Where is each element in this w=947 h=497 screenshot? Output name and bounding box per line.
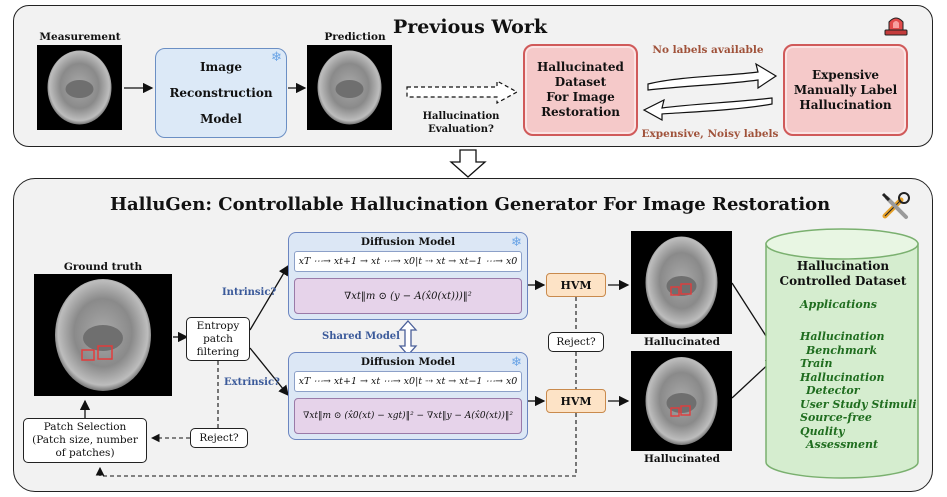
snowflake-icon: ❄ [271,50,282,65]
dataset-title: Hallucination Controlled Dataset [770,259,916,289]
no-labels-label: No labels available [652,44,764,56]
expensive-line-2: Manually Label [793,82,898,97]
app-item: Source-free Quality [800,411,872,438]
diffusion-title-1: Diffusion Model [360,236,456,248]
reject-mid-box: Reject? [548,332,604,352]
arrow-patch-gt [79,399,91,418]
dataset-title-line-2: Controlled Dataset [779,274,907,288]
hallucinated-label-1: Hallucinated [643,336,721,348]
app-item: Assessment [806,438,879,451]
applications-label: Applications [800,298,877,311]
hallucinated-image-2 [631,351,732,451]
app-item: Hallucination [800,330,885,343]
extrinsic-label: Extrinsic? [224,377,280,388]
arrow-measure-recon [124,82,154,94]
entropy-filtering-box: Entropy patch filtering [186,317,250,361]
image-reconstruction-model-box: Image Reconstruction Model [155,48,287,138]
evaluation-label: Hallucination Evaluation? [413,110,509,136]
controlled-dataset-cylinder [765,228,919,479]
dashed-evaluation-arrow [406,79,519,105]
eval-line-2: Evaluation? [428,124,494,135]
dataset-line-1: Hallucinated [537,60,624,74]
arrow-recon-prediction [288,82,307,94]
recon-line-1: Image [199,60,243,74]
diffusion-sequence-1: xT ⋯→ xt+1 → xt ⋯→ x0|t ⇢ xt → xt−1 ⋯→ x… [294,251,522,272]
app-item: Train Hallucination [800,357,885,384]
entropy-line-2: patch [203,332,233,345]
measurement-image [37,45,122,130]
dataset-line-3: For Image [546,90,615,104]
diffusion-model-intrinsic: Diffusion Model xT ⋯→ xt+1 → xt ⋯→ x0|t … [288,232,528,320]
diffusion-model-extrinsic: Diffusion Model xT ⋯→ xt+1 → xt ⋯→ x0|t … [288,352,528,440]
entropy-line-1: Entropy [196,319,240,332]
patch-line-2: (Patch size, number [32,434,138,446]
recon-line-2: Reconstruction [169,86,273,100]
measurement-label: Measurement [39,31,121,43]
app-item: User Study Stimuli [800,397,917,411]
patch-selection-box: Patch Selection (Patch size, number of p… [23,418,147,463]
dataset-line-2: Dataset [554,75,607,89]
reject-left-box: Reject? [190,428,248,448]
tools-icon [881,192,910,219]
guidance-equation-2: ∇xt‖m ⊙ (x̂0(xt) − xgt)‖² − ∇xt‖y − A(x̂… [294,398,522,434]
snowflake-icon: ❄ [511,235,522,250]
patch-line-3: of patches) [55,447,115,459]
recon-line-3: Model [200,112,242,126]
dataset-line-4: Restoration [541,105,620,119]
patch-line-1: Patch Selection [43,421,127,433]
prediction-image [307,45,392,130]
expensive-line-1: Expensive [812,67,879,82]
prediction-label: Prediction [324,31,386,43]
entropy-line-3: filtering [196,345,240,358]
noisy-labels-label: Expensive, Noisy labels [641,128,779,140]
hvm-box-1: HVM [546,273,606,297]
app-item: Benchmark [806,343,878,357]
eval-line-1: Hallucination [422,111,500,122]
intrinsic-label: Intrinsic? [222,287,277,298]
diffusion-sequence-2: xT ⋯→ xt+1 → xt ⋯→ x0|t ⇢ xt → xt−1 ⋯→ x… [294,371,522,392]
hallugen-title: HalluGen: Controllable Hallucination Gen… [110,194,831,215]
shared-model-label: Shared Model [322,331,400,342]
shared-model-arrow [398,320,418,356]
dataset-title-line-1: Hallucination [796,259,890,273]
diffusion-title-2: Diffusion Model [360,356,456,368]
hallucinated-label-2: Hallucinated [643,453,721,465]
ground-truth-image [34,274,172,396]
guidance-equation-1: ∇xt‖m ⊙ (y − A(x̂0(xt)))‖² [294,278,522,314]
siren-icon [884,17,908,36]
hallucinated-dataset-box: Hallucinated Dataset For Image Restorati… [523,44,638,136]
label-exchange-arrows [642,62,778,122]
app-item: Detector [806,384,860,397]
hallucinated-image-1 [631,231,732,334]
hvm-box-2: HVM [546,389,606,413]
snowflake-icon: ❄ [511,355,522,370]
expensive-label-box: Expensive Manually Label Hallucination [783,44,908,136]
ground-truth-label: Ground truth [63,261,143,273]
panel-transition-arrow [449,149,487,178]
applications-list: Hallucination Benchmark Train Hallucinat… [800,330,920,452]
previous-work-title: Previous Work [392,16,548,38]
expensive-line-3: Hallucination [799,97,892,112]
arrow-gt-entropy [173,331,189,343]
